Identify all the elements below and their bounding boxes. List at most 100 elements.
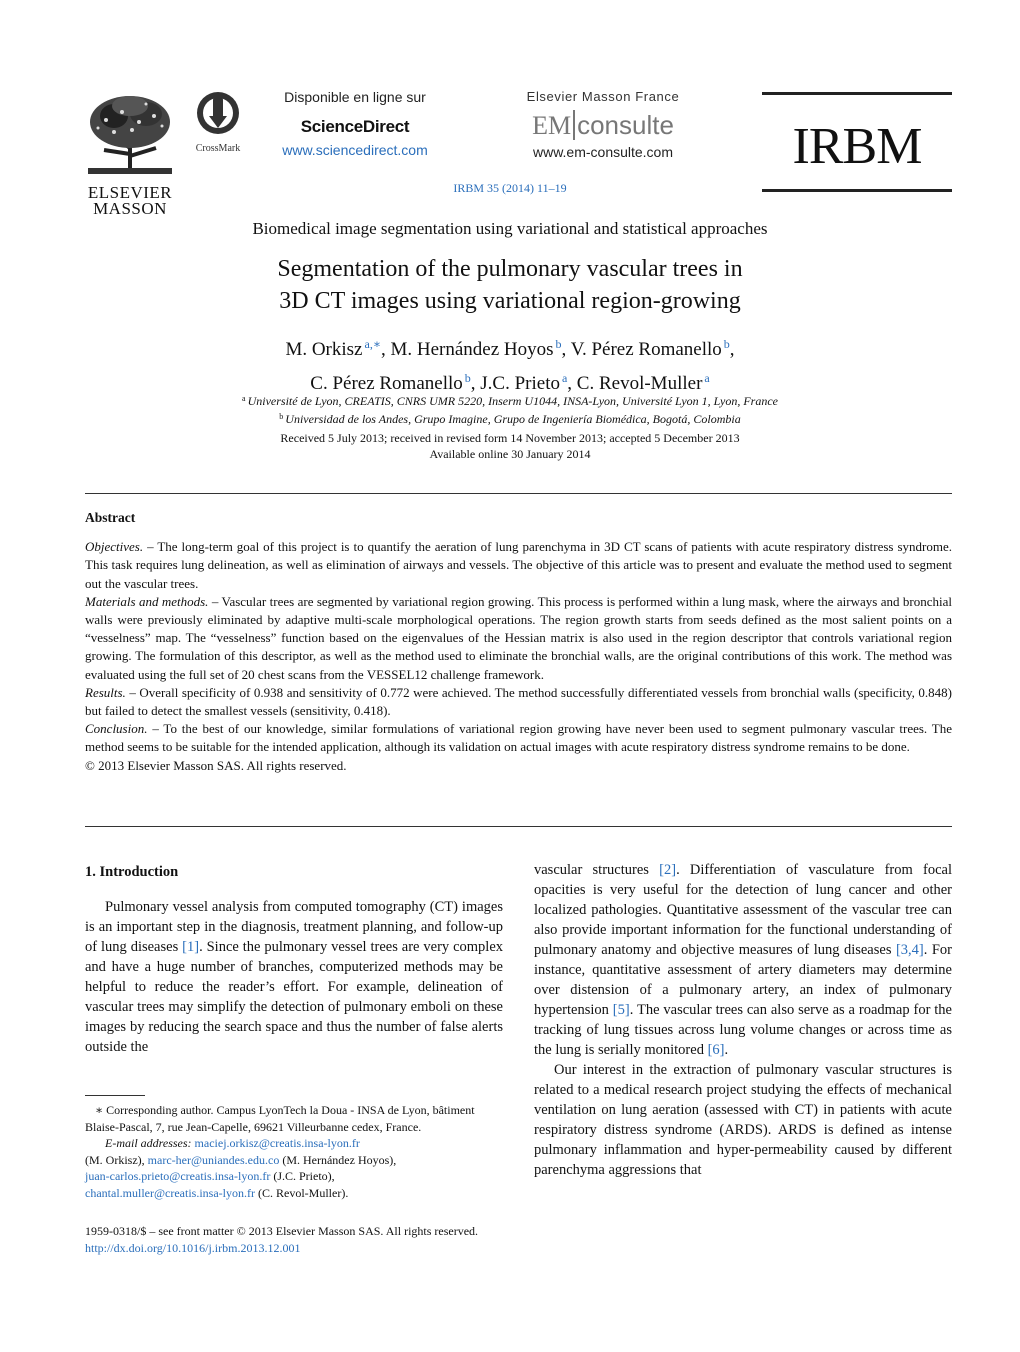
- abstract-text: – The long-term goal of this project is …: [85, 539, 952, 591]
- author-name[interactable]: V. Pérez Romanello: [570, 339, 722, 360]
- body-text: . Differentiation of vasculature from fo…: [534, 862, 952, 958]
- abstract-text: – Overall specificity of 0.938 and sensi…: [85, 684, 952, 719]
- doi-link[interactable]: http://dx.doi.org/10.1016/j.irbm.2013.12…: [85, 1240, 301, 1255]
- reference-link[interactable]: [3,4]: [895, 942, 924, 958]
- abstract-objectives: Objectives. – The long-term goal of this…: [85, 538, 952, 593]
- author-name[interactable]: C. Pérez Romanello: [310, 373, 463, 394]
- title-line-2: 3D CT images using variational region-gr…: [279, 288, 741, 314]
- em-logo-left: EM: [532, 111, 572, 140]
- abstract-text: – To the best of our knowledge, similar …: [85, 721, 952, 755]
- body-text: . The vascular trees can also serve as a…: [534, 1002, 952, 1058]
- author-sep: ,: [561, 339, 571, 360]
- email-line: chantal.muller@creatis.insa-lyon.fr (C. …: [85, 1185, 503, 1202]
- abstract-label: Materials and methods.: [85, 593, 209, 609]
- footnotes: ∗ Corresponding author. Campus LyonTech …: [85, 1102, 503, 1202]
- author-sep: ,: [729, 339, 735, 360]
- intro-paragraph-2: Our interest in the extraction of pulmon…: [534, 1060, 952, 1180]
- body-text: .: [724, 1042, 729, 1058]
- abstract-label: Objectives.: [85, 539, 144, 555]
- email-link[interactable]: juan-carlos.prieto@creatis.insa-lyon.fr: [85, 1169, 271, 1184]
- affiliation-sup: b: [279, 412, 284, 421]
- journal-name: IRBM: [792, 118, 923, 175]
- reference-link[interactable]: [1]: [182, 939, 200, 955]
- email-link[interactable]: maciej.orkisz@creatis.insa-lyon.fr: [194, 1136, 360, 1151]
- title-line-1: Segmentation of the pulmonary vascular t…: [277, 256, 743, 282]
- received-dates: Received 5 July 2013; received in revise…: [280, 431, 740, 445]
- abstract-bottom-rule: [85, 826, 952, 827]
- publisher-logo-line1: ELSEVIER: [87, 183, 173, 202]
- abstract-heading: Abstract: [85, 510, 136, 525]
- sciencedirect-url[interactable]: www.sciencedirect.com: [282, 142, 428, 158]
- intro-heading: 1. Introduction: [85, 864, 179, 880]
- reference-link[interactable]: [5]: [612, 1002, 630, 1018]
- author-name[interactable]: J.C. Prieto: [480, 373, 560, 394]
- corresponding-text: ∗ Corresponding author. Campus LyonTech …: [85, 1103, 475, 1134]
- intro-paragraph-1-cont: vascular structures [2]. Differentiation…: [534, 860, 952, 1060]
- body-text: vascular structures: [534, 862, 660, 878]
- intro-paragraph-1: Pulmonary vessel analysis from computed …: [85, 897, 503, 1057]
- affiliation-text: Universidad de los Andes, Grupo Imagine,…: [285, 412, 741, 426]
- publisher-logo-line2: MASSON: [93, 199, 167, 218]
- journal-logo-box: IRBM: [762, 92, 952, 192]
- sciencedirect-name: ScienceDirect: [300, 117, 410, 136]
- abstract: Abstract Objectives. – The long-term goa…: [85, 509, 952, 775]
- front-matter: 1959-0318/$ – see front matter © 2013 El…: [85, 1223, 545, 1256]
- abstract-text: – Vascular trees are segmented by variat…: [85, 593, 952, 682]
- author-name[interactable]: C. Revol-Muller: [576, 373, 703, 394]
- corresponding-author-note: ∗ Corresponding author. Campus LyonTech …: [85, 1102, 503, 1135]
- email-owner: (M. Orkisz),: [85, 1152, 145, 1167]
- email-link[interactable]: chantal.muller@creatis.insa-lyon.fr: [85, 1185, 255, 1200]
- abstract-top-rule: [85, 493, 952, 494]
- body-text: Our interest in the extraction of pulmon…: [534, 1062, 952, 1178]
- author-sup[interactable]: b: [555, 337, 562, 351]
- email-line: juan-carlos.prieto@creatis.insa-lyon.fr …: [85, 1168, 503, 1185]
- email-line: (M. Orkisz), marc-her@uniandes.edu.co (M…: [85, 1152, 503, 1169]
- abstract-label: Results.: [85, 684, 126, 700]
- crossmark-icon: [197, 92, 239, 134]
- elsevier-tree-icon: [84, 92, 176, 176]
- front-matter-text: 1959-0318/$ – see front matter © 2013 El…: [85, 1224, 479, 1238]
- author-sup[interactable]: b: [464, 371, 471, 385]
- crossmark-label: CrossMark: [195, 143, 241, 154]
- author-name[interactable]: M. Hernández Hoyos: [390, 339, 554, 360]
- elsevier-masson-logo: ELSEVIER MASSON: [84, 92, 176, 218]
- author-name[interactable]: M. Orkisz: [285, 339, 363, 360]
- crossmark-badge[interactable]: CrossMark: [190, 90, 246, 154]
- em-consulte-url[interactable]: www.em-consulte.com: [532, 144, 674, 160]
- citation[interactable]: IRBM 35 (2014) 11–19: [453, 181, 567, 195]
- em-logo-right: consulte: [577, 110, 674, 140]
- available-online: Available online 30 January 2014: [429, 447, 591, 461]
- email-owner: (J.C. Prieto),: [273, 1169, 335, 1184]
- abstract-copyright: © 2013 Elsevier Masson SAS. All rights r…: [85, 757, 347, 773]
- body-column-left: 1. Introduction Pulmonary vessel analysi…: [85, 860, 503, 1057]
- email-label: E-mail addresses:: [105, 1136, 192, 1151]
- sciencedirect-block: Disponible en ligne sur ScienceDirect ww…: [270, 89, 440, 158]
- reference-link[interactable]: [6]: [707, 1042, 725, 1058]
- author-sup[interactable]: a: [561, 371, 568, 385]
- article-dates: Received 5 July 2013; received in revise…: [60, 430, 960, 462]
- email-owner: (M. Hernández Hoyos),: [282, 1152, 397, 1167]
- body-text: . Since the pulmonary vessel trees are v…: [85, 939, 504, 1055]
- author-sup[interactable]: b: [723, 337, 730, 351]
- section-label: Biomedical image segmentation using vari…: [252, 219, 768, 238]
- reference-link[interactable]: [2]: [659, 862, 677, 878]
- author-sup[interactable]: a: [704, 371, 710, 385]
- email-link[interactable]: marc-her@uniandes.edu.co: [147, 1152, 280, 1167]
- abstract-methods: Materials and methods. – Vascular trees …: [85, 593, 952, 684]
- email-line: E-mail addresses: maciej.orkisz@creatis.…: [85, 1135, 503, 1152]
- abstract-results: Results. – Overall specificity of 0.938 …: [85, 684, 952, 720]
- author-sup[interactable]: a,∗: [364, 337, 381, 351]
- footnote-rule: [85, 1095, 145, 1096]
- author-sep: ,: [567, 373, 577, 394]
- email-owner: (C. Revol-Muller).: [258, 1185, 349, 1200]
- body-text: . For instance, quantitative assessment …: [534, 942, 952, 1018]
- em-publisher-text: Elsevier Masson France: [526, 89, 680, 104]
